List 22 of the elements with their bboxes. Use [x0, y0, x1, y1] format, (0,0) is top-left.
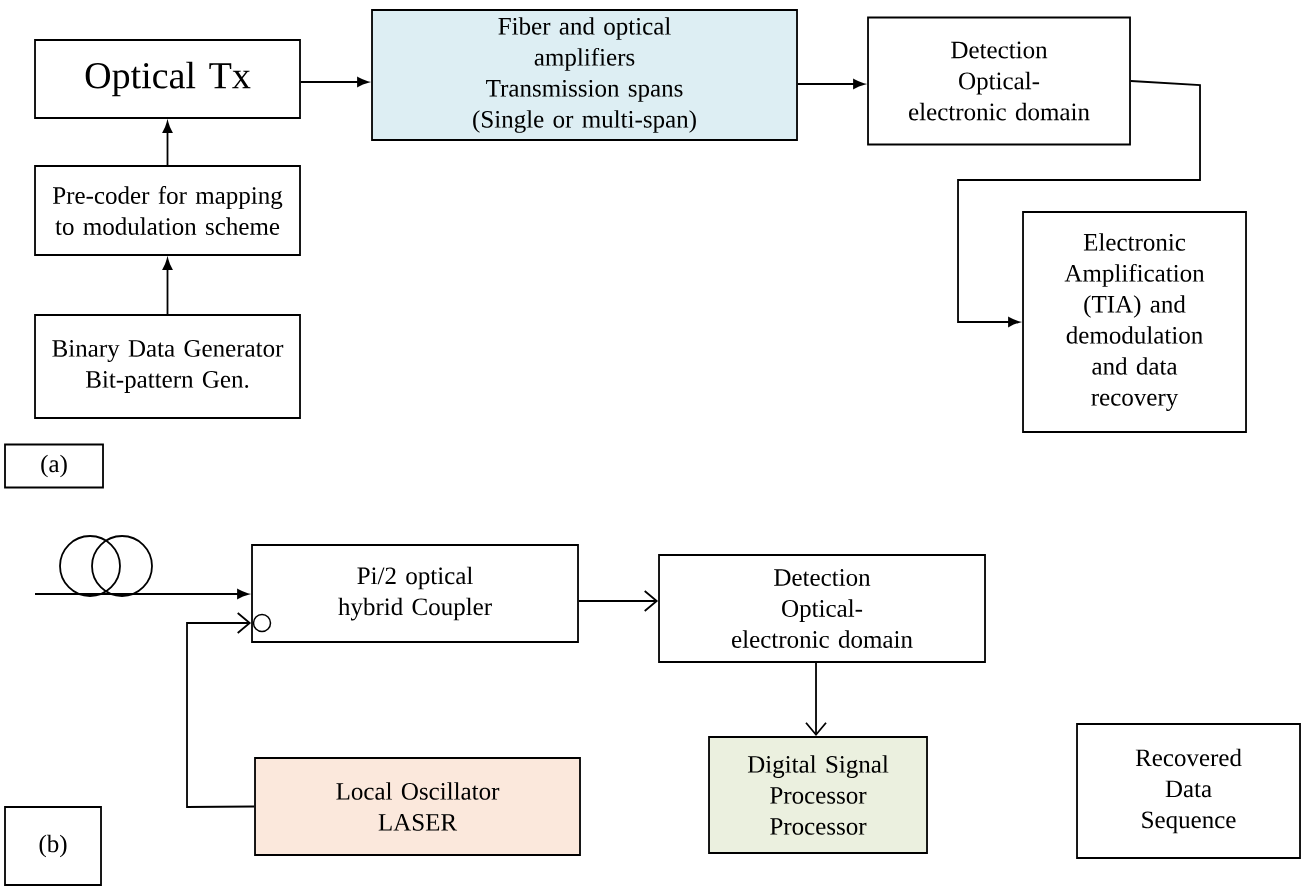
process-box: Detection Optical-electronic domain [867, 16, 1131, 146]
panel-label: (b) [4, 806, 102, 886]
laser-box: Local Oscillator LASER [254, 757, 581, 856]
arrow [805, 662, 827, 737]
arrow [300, 77, 369, 87]
output-box: Recovered Data Sequence [1076, 723, 1301, 859]
arrow [162, 121, 173, 166]
arrow [186, 612, 255, 808]
arrow [797, 79, 865, 89]
panel-label: (a) [4, 443, 104, 489]
process-box: Optical Tx [34, 39, 301, 119]
process-box: Electronic Amplification (TIA) and demodulation and data recovery [1022, 211, 1247, 433]
arrow [162, 258, 173, 315]
process-box: Digital Signal Processor Processor [708, 736, 928, 854]
process-box: Detection Optical-electronic domain [658, 554, 986, 663]
process-box: Fiber and optical amplifiers Transmission spans (Single or multi-span) [371, 9, 798, 141]
arrow [578, 590, 659, 612]
arrow [957, 80, 1201, 327]
process-box: Pre-coder for mapping to modulation scheme [34, 165, 301, 256]
process-box: Binary Data Generator Bit-pattern Gen. [34, 314, 301, 419]
coupler-box: Pi/2 optical hybrid Coupler [251, 544, 579, 643]
arrow [34, 589, 249, 599]
